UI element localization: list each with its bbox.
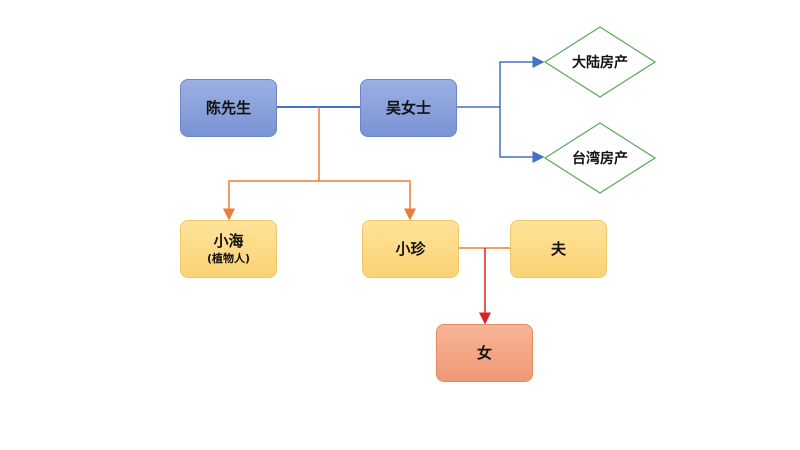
node-ms-wu-label: 吴女士: [385, 99, 431, 117]
descent-line-xiaozhen: [319, 180, 416, 221]
node-xiaohai-note: (植物人): [206, 252, 251, 265]
node-xiaohai: 小海 (植物人): [180, 220, 277, 278]
node-daughter: 女: [436, 324, 533, 382]
node-xiaozhen-label: 小珍: [395, 240, 426, 258]
taiwan-property-diamond: [543, 122, 657, 194]
connector-to-mainland-property: [457, 56, 545, 108]
node-ms-wu: 吴女士: [360, 79, 457, 137]
node-xiaozhen: 小珍: [362, 220, 459, 278]
node-mr-chen: 陈先生: [180, 79, 277, 137]
node-husband: 夫: [510, 220, 607, 278]
node-xiaohai-label: 小海: [213, 232, 244, 250]
connector-to-taiwan-property: [499, 107, 545, 163]
mainland-property-diamond: [543, 26, 657, 98]
node-daughter-label: 女: [476, 344, 492, 362]
node-mr-chen-label: 陈先生: [205, 99, 251, 117]
node-husband-label: 夫: [550, 240, 566, 258]
mainland-property-label: 大陆房产: [572, 55, 628, 71]
taiwan-property-label: 台湾房产: [572, 151, 628, 167]
descent-line-xiaohai: [223, 180, 319, 221]
